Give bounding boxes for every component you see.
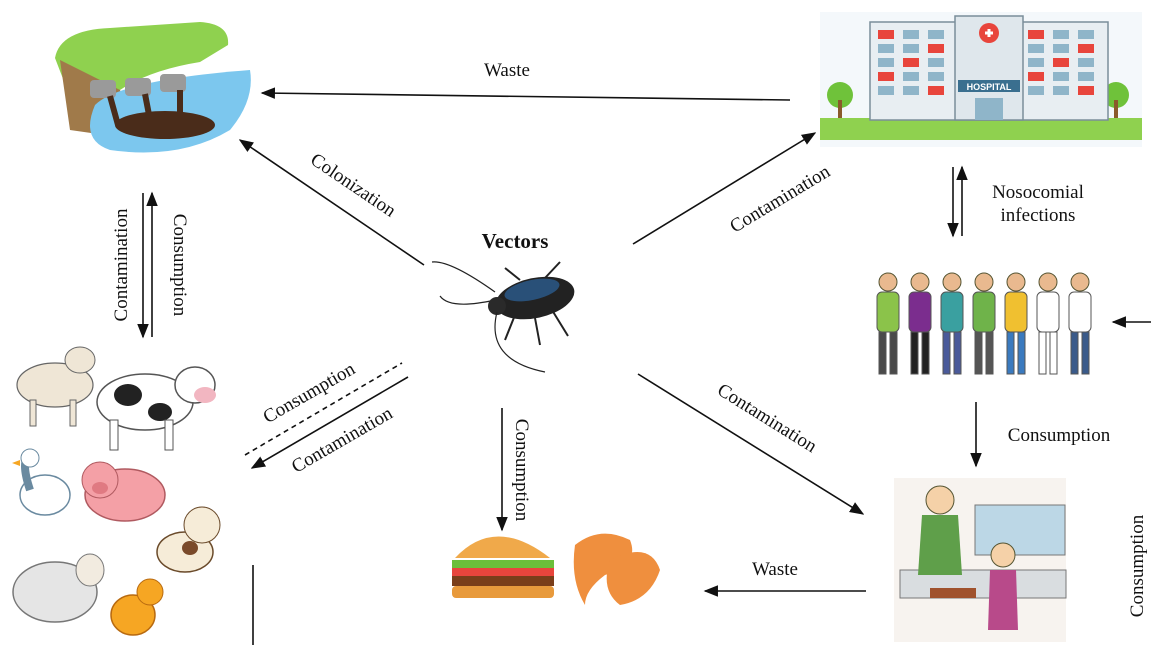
person-figure [1068,272,1092,375]
hospital-window [1078,58,1094,67]
hospital-window [1053,58,1069,67]
vectors-title: Vectors [482,229,549,253]
people-illustration [866,262,1112,382]
animals-illustration [12,346,221,636]
hospital-window [1028,86,1044,95]
hospital-window [1078,30,1094,39]
hospital-window [1053,72,1069,81]
hospital-window [903,44,919,53]
hospital-window [878,72,894,81]
arrow-hospital-to-sewage [260,87,791,101]
label-infections: infections [1001,205,1076,226]
food-illustration [452,533,660,605]
arrow-vector-to-hospital [632,132,817,245]
label-consumption-food: Consumption [511,419,532,522]
hospital-window [878,58,894,67]
hospital-window [1028,30,1044,39]
hospital-window [878,44,894,53]
hospital-window [1028,58,1044,67]
label-consumption-animals: Consumption [169,214,190,317]
hospital-window [1078,86,1094,95]
hospital-window [1078,72,1094,81]
label-waste-bottom: Waste [752,559,798,580]
label-consumption-right: Consumption [1127,514,1148,617]
hospital-sign: HOSPITAL [967,82,1012,92]
label-contamination-canteen: Contamination [713,380,820,458]
cockroach-illustration [431,261,575,373]
hospital-window [1028,44,1044,53]
sewage-pipes-illustration [55,22,251,153]
hospital-window [928,30,944,39]
label-contamination-hospital: Contamination [726,161,834,237]
label-colonization: Colonization [307,149,401,222]
arrow-vector-to-animals [250,376,409,469]
hospital-window [903,72,919,81]
hospital-window [1053,30,1069,39]
hospital-window [878,86,894,95]
label-contamination-vector: Contamination [288,403,397,478]
person-figure [972,272,996,375]
hospital-window [1028,72,1044,81]
label-consumption-people: Consumption [1008,425,1111,446]
hospital-window [903,30,919,39]
hospital-window [903,58,919,67]
hospital-window [1078,44,1094,53]
hospital-window [928,58,944,67]
hospital-illustration: HOSPITAL [820,12,1142,147]
person-figure [1036,272,1060,375]
person-figure [876,272,900,375]
hospital-window [878,30,894,39]
divider-dashed [244,362,403,456]
label-waste-top: Waste [484,60,530,81]
hospital-window [1053,86,1069,95]
canteen-illustration [894,478,1067,642]
arrows [137,87,1151,645]
hospital-window [903,86,919,95]
person-figure [908,272,932,375]
hospital-window [928,72,944,81]
person-figure [1004,272,1028,375]
hospital-window [928,86,944,95]
arrow-vector-to-canteen [637,373,865,515]
label-nosocomial: Nosocomial [992,182,1084,203]
person-figure [940,272,964,375]
hospital-window [928,44,944,53]
arrow-vector-to-sewage [238,139,425,266]
label-contamination-animals: Contamination [111,208,132,321]
hospital-window [1053,44,1069,53]
